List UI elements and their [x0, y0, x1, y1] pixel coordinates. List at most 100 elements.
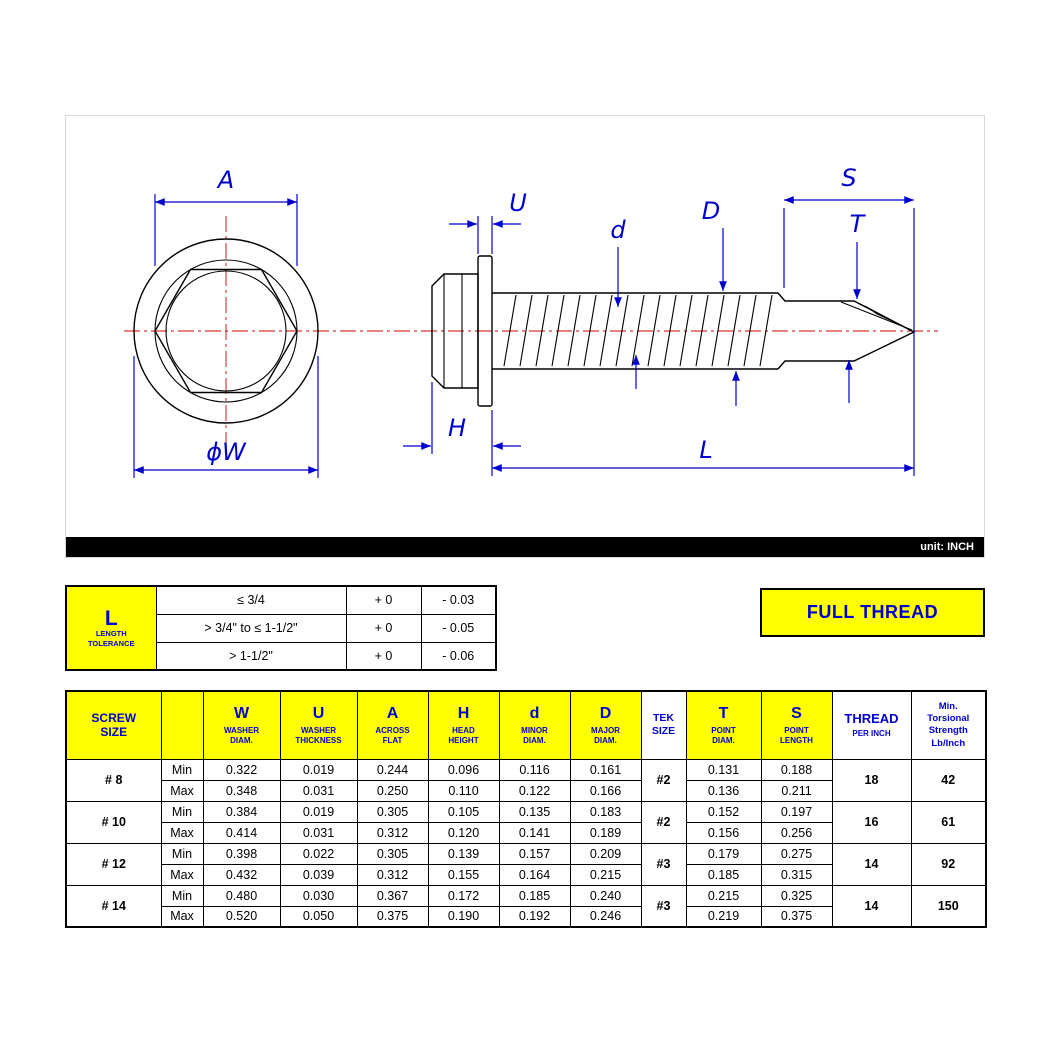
- col-w: W WASHER DIAM.: [202, 690, 281, 760]
- size-cell: # 8: [65, 758, 162, 802]
- minmax-cell: Max: [160, 779, 204, 802]
- full-thread-badge: FULL THREAD: [760, 588, 985, 637]
- cell-t-max: 0.156: [685, 821, 762, 844]
- cell-w-min: 0.384: [202, 800, 281, 823]
- table-row: Max 0.432 0.039 0.312 0.155 0.164 0.215 …: [66, 863, 986, 886]
- dim-label-d-minor: d: [610, 216, 626, 244]
- table-row: # 14 Min 0.480 0.030 0.367 0.172 0.185 0…: [65, 884, 987, 928]
- tolerance-row: L LENGTH TOLERANCE ≤ 3/4 + 0 - 0.03: [65, 585, 497, 671]
- cell-w-min: 0.322: [202, 758, 281, 781]
- cell-minor-max: 0.141: [498, 821, 571, 844]
- screw-side-view: [431, 255, 916, 407]
- cell-u-max: 0.039: [279, 863, 358, 886]
- tolerance-minus: - 0.06: [420, 641, 497, 671]
- cell-t-max: 0.219: [685, 905, 762, 928]
- cell-w-min: 0.398: [202, 842, 281, 865]
- col-t: T POINT DIAM.: [685, 690, 762, 760]
- col-h-sub: HEAD HEIGHT: [448, 725, 479, 745]
- dim-label-a: A: [216, 166, 234, 194]
- screw-front-view: [133, 238, 319, 424]
- col-thread: THREAD PER INCH: [831, 690, 912, 760]
- col-d-major-symbol: D: [599, 704, 612, 722]
- tek-size-header: TEK SIZE: [651, 712, 676, 738]
- col-w-symbol: W: [233, 704, 250, 722]
- col-a: A ACROSS FLAT: [356, 690, 429, 760]
- cell-s-max: 0.211: [760, 779, 833, 802]
- cell-minor-min: 0.135: [498, 800, 571, 823]
- col-h-symbol: H: [457, 704, 470, 722]
- tek-cell: #2: [640, 758, 687, 802]
- cell-minor-max: 0.122: [498, 779, 571, 802]
- cell-s-min: 0.275: [760, 842, 833, 865]
- cell-h-min: 0.139: [427, 842, 500, 865]
- minmax-cell: Min: [160, 758, 204, 781]
- dimension-phi-w: ϕW: [133, 356, 319, 478]
- cell-s-min: 0.188: [760, 758, 833, 781]
- col-w-sub: WASHER DIAM.: [223, 725, 260, 745]
- table-row: # 12 Min 0.398 0.022 0.305 0.139 0.157 0…: [65, 842, 987, 886]
- thread-sub: PER INCH: [852, 729, 891, 739]
- cell-h-max: 0.190: [427, 905, 500, 928]
- col-s-sub: POINT LENGTH: [780, 725, 813, 745]
- dimension-u: U: [449, 189, 527, 254]
- tolerance-label-cell: L LENGTH TOLERANCE: [65, 585, 157, 671]
- cell-w-max: 0.520: [202, 905, 281, 928]
- cell-h-max: 0.120: [427, 821, 500, 844]
- dimension-a: A: [154, 166, 298, 266]
- drill-point-flute: [864, 305, 914, 332]
- torsion-cell: 92: [910, 842, 987, 886]
- cell-w-max: 0.348: [202, 779, 281, 802]
- cell-u-max: 0.031: [279, 779, 358, 802]
- unit-strip: unit: INCH: [66, 537, 984, 557]
- col-tek-size: TEK SIZE: [640, 690, 687, 760]
- cell-a-min: 0.305: [356, 842, 429, 865]
- col-t-sub: POINT DIAM.: [711, 725, 736, 745]
- table-row: Max 0.520 0.050 0.375 0.190 0.192 0.246 …: [66, 905, 986, 928]
- cell-t-min: 0.215: [685, 884, 762, 907]
- col-d-major: D MAJOR DIAM.: [569, 690, 642, 760]
- col-d-minor: d MINOR DIAM.: [498, 690, 571, 760]
- col-u-symbol: U: [312, 704, 325, 722]
- col-d-minor-symbol: d: [529, 704, 540, 722]
- cell-s-max: 0.256: [760, 821, 833, 844]
- tolerance-minus: - 0.05: [420, 613, 497, 643]
- minmax-cell: Min: [160, 800, 204, 823]
- tolerance-plus: + 0: [345, 613, 422, 643]
- col-torsion: Min. Torsional Strength Lb/Inch: [910, 690, 987, 760]
- dim-label-phi-w: ϕW: [206, 438, 247, 466]
- cell-t-max: 0.185: [685, 863, 762, 886]
- minmax-cell: Max: [160, 863, 204, 886]
- torsion-cell: 61: [910, 800, 987, 844]
- cell-u-min: 0.019: [279, 758, 358, 781]
- cell-u-min: 0.022: [279, 842, 358, 865]
- cell-major-max: 0.246: [569, 905, 642, 928]
- cell-a-min: 0.367: [356, 884, 429, 907]
- length-tolerance-table: L LENGTH TOLERANCE ≤ 3/4 + 0 - 0.03 > 3/…: [65, 585, 497, 671]
- dimension-t: T: [845, 210, 867, 403]
- cell-w-min: 0.480: [202, 884, 281, 907]
- col-s: S POINT LENGTH: [760, 690, 833, 760]
- cell-minor-max: 0.164: [498, 863, 571, 886]
- cell-minor-min: 0.185: [498, 884, 571, 907]
- col-u-sub: WASHER THICKNESS: [295, 725, 342, 745]
- tolerance-plus: + 0: [345, 641, 422, 671]
- col-a-sub: ACROSS FLAT: [375, 725, 410, 745]
- cell-major-min: 0.161: [569, 758, 642, 781]
- cell-minor-max: 0.192: [498, 905, 571, 928]
- torsion-header: Min. Torsional Strength Lb/Inch: [927, 700, 970, 749]
- cell-h-min: 0.105: [427, 800, 500, 823]
- torsion-cell: 150: [910, 884, 987, 928]
- tolerance-plus: + 0: [345, 585, 422, 615]
- cell-t-max: 0.136: [685, 779, 762, 802]
- dimension-s: S: [783, 164, 915, 476]
- tolerance-range: > 1-1/2": [155, 641, 347, 671]
- tolerance-label-line2: TOLERANCE: [87, 638, 135, 648]
- cell-major-min: 0.183: [569, 800, 642, 823]
- cell-u-max: 0.031: [279, 821, 358, 844]
- cell-major-min: 0.240: [569, 884, 642, 907]
- cell-t-min: 0.131: [685, 758, 762, 781]
- technical-drawing: A ϕW: [124, 164, 938, 478]
- dimension-h: H: [403, 382, 521, 476]
- dim-label-l: L: [699, 436, 712, 464]
